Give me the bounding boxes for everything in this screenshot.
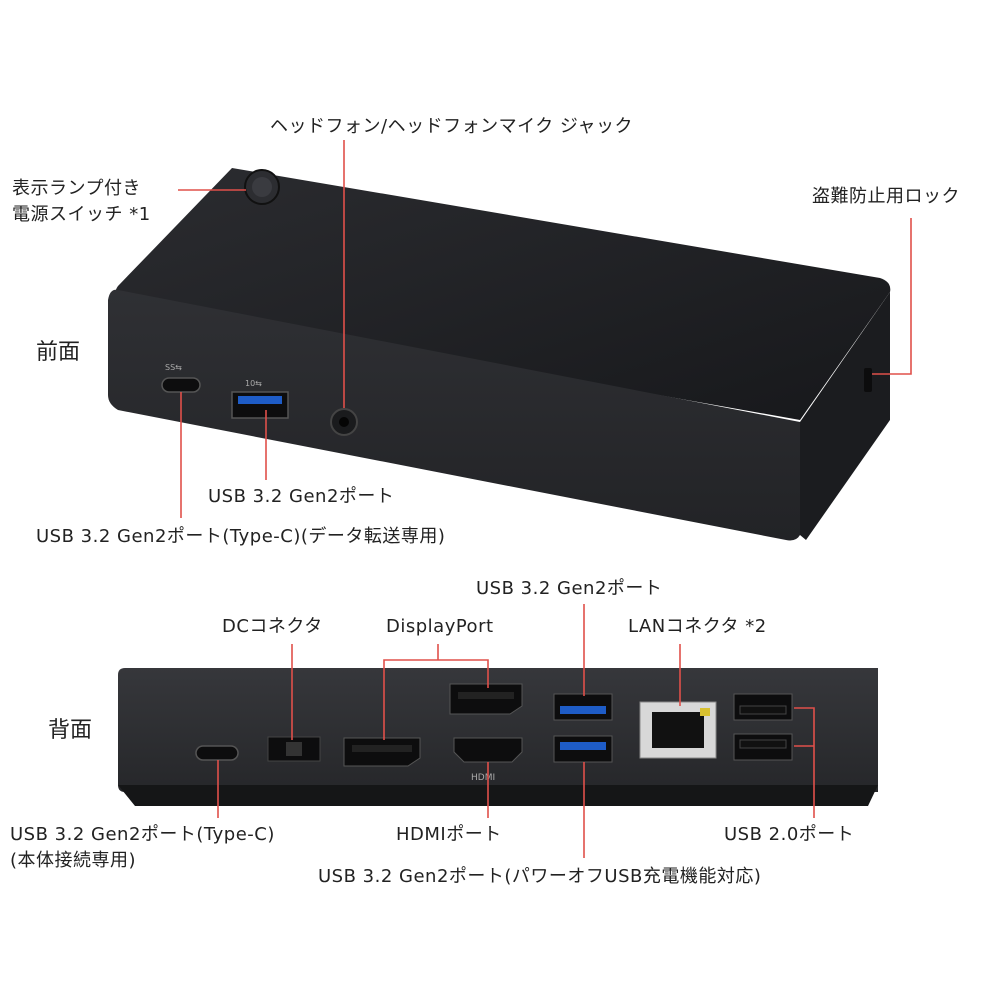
front-section-label: 前面 [36, 340, 81, 365]
lan-led [700, 708, 710, 716]
hdmi-mark: HDMI [471, 773, 495, 783]
usb-poweroff-charging-label: USB 3.2 Gen2ポート(パワーオフUSB充電機能対応) [318, 866, 762, 887]
back-usb-c-port-icon [195, 745, 239, 761]
front-usb-a-label: USB 3.2 Gen2ポート [208, 486, 395, 507]
displayport-upper-pins [458, 692, 514, 699]
headphone-jack-hole [339, 417, 349, 427]
usb20-port-label: USB 2.0ポート [724, 824, 855, 845]
front-usb-a-tongue [238, 396, 282, 404]
front-usb-c-label: USB 3.2 Gen2ポート(Type-C)(データ転送専用) [36, 526, 446, 547]
back-base [118, 785, 878, 806]
front-usb-a-port-icon [231, 391, 289, 419]
lan-port-opening [652, 712, 704, 748]
power-button-inner [252, 177, 272, 197]
dc-connector-pin [286, 742, 302, 756]
front-right-side [800, 292, 890, 540]
back-usb-top-label: USB 3.2 Gen2ポート [476, 578, 663, 599]
usb20-top-tongue [739, 705, 787, 715]
security-lock-label: 盗難防止用ロック [812, 186, 960, 207]
back-usb-c-label-line1: USB 3.2 Gen2ポート(Type-C) [10, 824, 275, 845]
usb20-bottom-tongue [739, 739, 787, 749]
power-switch-label-line2: 電源スイッチ *1 [12, 204, 151, 225]
headphone-jack-label: ヘッドフォン/ヘッドフォンマイク ジャック [270, 116, 634, 137]
front-usb-c-port-icon [161, 377, 201, 393]
displayport-lower-pins [352, 745, 412, 752]
leader-lines [178, 140, 912, 858]
front-top-surface [115, 168, 891, 420]
back-usb-top-tongue [560, 706, 606, 714]
power-switch-label-line1: 表示ランプ付き [12, 178, 141, 199]
back-usb-bottom-tongue [560, 742, 606, 750]
displayport-label: DisplayPort [386, 616, 494, 637]
front-device: SS⇆ 10⇆ [108, 168, 891, 541]
lock-slot-icon [864, 368, 872, 392]
back-device: HDMI [118, 668, 878, 806]
front-face [108, 289, 800, 541]
back-usb-c-label-line2: (本体接続専用) [10, 850, 137, 871]
lan-connector-label: LANコネクタ *2 [628, 616, 767, 637]
back-section-label: 背面 [48, 718, 93, 743]
front-usbc-mark: SS⇆ [165, 363, 182, 372]
hdmi-port-icon [453, 737, 523, 763]
hdmi-port-label: HDMIポート [396, 824, 502, 845]
dc-connector-label: DCコネクタ [222, 616, 323, 637]
front-usba-mark: 10⇆ [245, 379, 262, 388]
